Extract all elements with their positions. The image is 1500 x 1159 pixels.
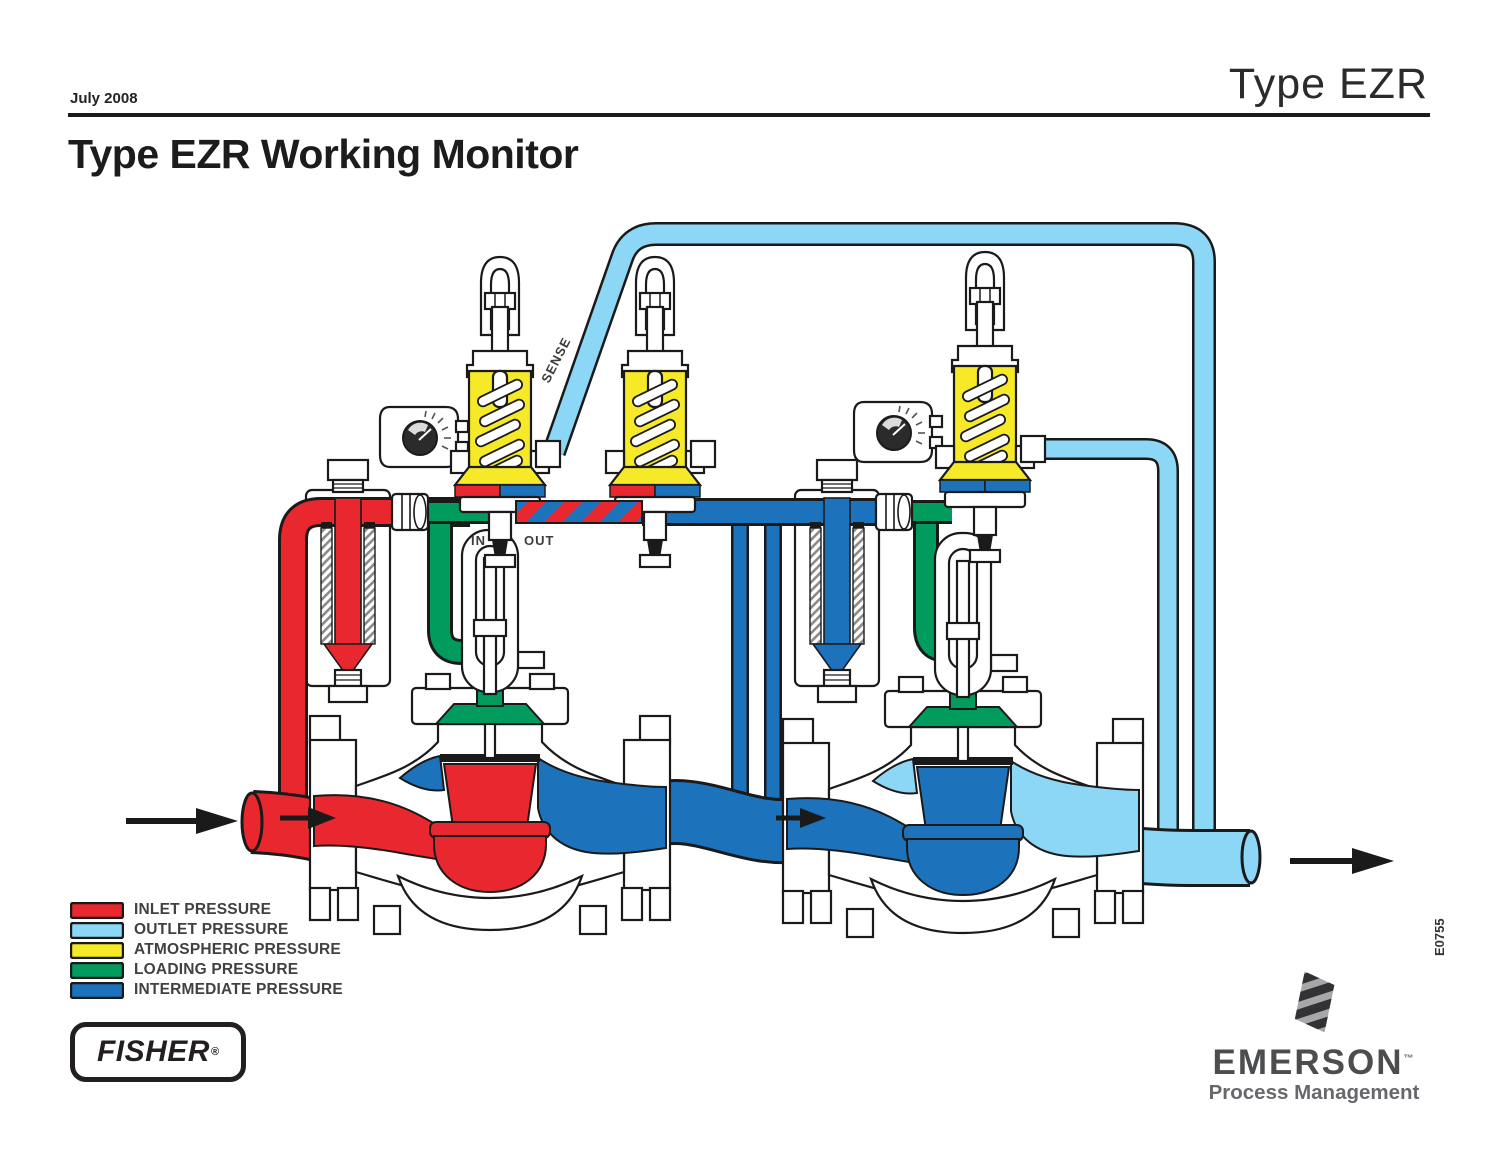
legend-label: LOADING PRESSURE (134, 961, 299, 978)
union-fitting-right (874, 492, 914, 532)
flow-arrow-outlet (1290, 848, 1394, 874)
flow-arrow-inlet (126, 808, 238, 834)
outlet-swatch (70, 921, 124, 939)
inlet-swatch (70, 901, 124, 919)
publication-date: July 2008 (70, 90, 138, 107)
emerson-logo: EMERSON™ Process Management (1186, 964, 1442, 1105)
out-label: OUT (524, 533, 554, 548)
flow-arrow-inlet-pipe (280, 807, 336, 829)
fisher-wordmark: FISHER (96, 1035, 210, 1068)
legend-item-outlet: OUTLET PRESSURE (70, 921, 343, 939)
union-fitting-left (390, 492, 430, 532)
page-title: Type EZR Working Monitor (68, 131, 579, 177)
legend-item-loading: LOADING PRESSURE (70, 961, 343, 979)
pilot-regulator-right (934, 250, 1047, 564)
intermediate-risers (731, 506, 782, 812)
fisher-logo: FISHER® (70, 1022, 246, 1082)
inlet-intermediate-striped-pipe (515, 500, 643, 524)
intermediate-swatch (70, 981, 124, 999)
flow-arrow-intermediate-pipe (776, 808, 826, 828)
atmospheric-swatch (70, 941, 124, 959)
legend-label: INTERMEDIATE PRESSURE (134, 981, 343, 998)
sense-line-monitor (1041, 438, 1179, 840)
legend-label: INLET PRESSURE (134, 901, 272, 918)
pressure-gauge-right (852, 400, 944, 464)
sense-line-outlet-loop (542, 222, 1216, 840)
legend-label: ATMOSPHERIC PRESSURE (134, 941, 341, 958)
legend-label: OUTLET PRESSURE (134, 921, 289, 938)
emerson-tagline: Process Management (1208, 1081, 1420, 1104)
legend-item-inlet: INLET PRESSURE (70, 901, 343, 919)
pressure-legend: INLET PRESSURE OUTLET PRESSURE ATMOSPHER… (70, 901, 343, 1002)
legend-item-atmospheric: ATMOSPHERIC PRESSURE (70, 941, 343, 959)
figure-code: E0755 (1432, 918, 1447, 956)
product-masthead: Type EZR (1228, 60, 1428, 108)
emerson-wordmark-text: EMERSON (1212, 1043, 1404, 1082)
emerson-wordmark: EMERSON™ (1186, 1043, 1442, 1083)
header-rule (68, 113, 1430, 117)
legend-item-intermediate: INTERMEDIATE PRESSURE (70, 981, 343, 999)
registered-mark: ® (210, 1046, 220, 1058)
loading-swatch (70, 961, 124, 979)
in-label: IN (471, 533, 486, 548)
emerson-icon (1281, 964, 1348, 1040)
inlet-supply-line (278, 497, 470, 800)
trademark-mark: ™ (1403, 1053, 1416, 1065)
